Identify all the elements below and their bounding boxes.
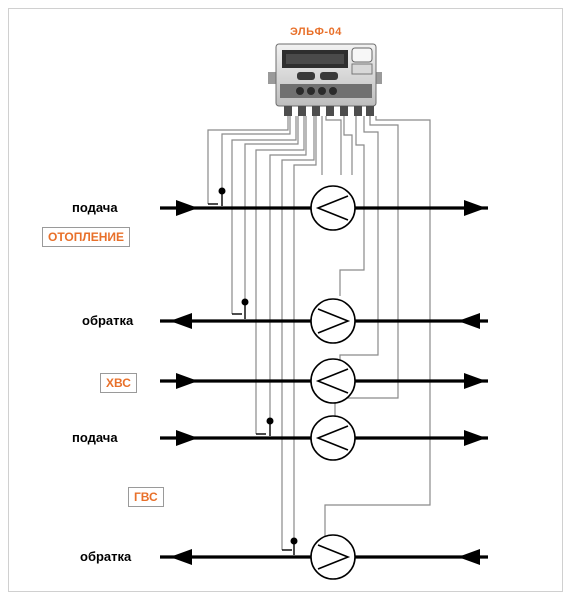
temperature-sensors xyxy=(208,192,295,555)
device-title: ЭЛЬФ-04 xyxy=(290,26,342,38)
temperature-sensor-icon xyxy=(241,298,249,306)
signal-wires xyxy=(207,116,431,550)
flow-meter-icon xyxy=(310,358,356,404)
label-heating-return: обратка xyxy=(82,313,134,328)
temperature-sensor-icon xyxy=(266,417,274,425)
label-hot-supply: подача xyxy=(72,430,118,445)
arrow-left-icon xyxy=(170,313,192,329)
temperature-sensor-icon xyxy=(290,537,298,545)
arrow-right-icon xyxy=(464,430,486,446)
heat-calculator-device xyxy=(268,43,382,116)
device-button xyxy=(320,72,338,80)
label-hot-return: обратка xyxy=(80,549,132,564)
label-heating-system: ОТОПЛЕНИЕ xyxy=(42,227,131,247)
arrow-right-icon xyxy=(176,200,198,216)
device-logo xyxy=(351,47,373,63)
device-button xyxy=(297,72,315,80)
flow-meter-icon xyxy=(310,298,356,344)
arrow-right-icon xyxy=(176,373,198,389)
label-hot-water: ГВС xyxy=(128,487,164,507)
temperature-sensor-icon xyxy=(218,187,226,195)
arrow-left-icon xyxy=(458,313,480,329)
label-heating-supply: подача xyxy=(72,200,118,215)
flow-arrows xyxy=(170,200,486,565)
flow-meter-icon xyxy=(310,185,356,231)
arrow-left-icon xyxy=(458,549,480,565)
arrow-right-icon xyxy=(464,200,486,216)
arrow-right-icon xyxy=(464,373,486,389)
flow-meter-icon xyxy=(310,415,356,461)
label-cold-water: ХВС xyxy=(100,373,137,393)
flow-meter-icon xyxy=(310,534,356,580)
arrow-left-icon xyxy=(170,549,192,565)
arrow-right-icon xyxy=(176,430,198,446)
diagram-frame xyxy=(8,8,563,592)
